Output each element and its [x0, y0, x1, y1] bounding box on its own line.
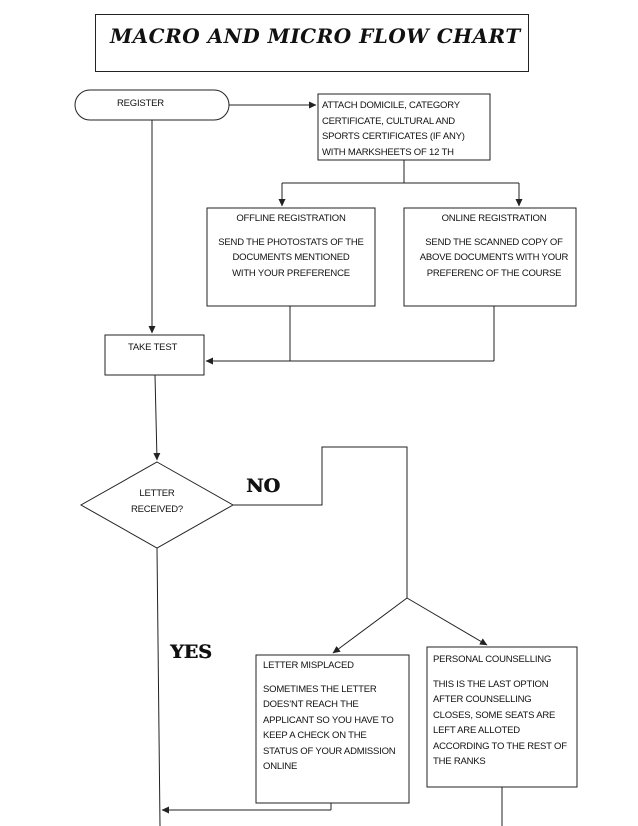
arrow-to-counselling	[406, 597, 488, 646]
online-line: SEND THE SCANNED COPY OF	[425, 236, 563, 248]
misplaced-line: KEEP A CHECK ON THE	[263, 730, 367, 741]
letter-misplaced-text: LETTER MISPLACED SOMETIMES THE LETTER DO…	[263, 658, 413, 775]
no-label: NO	[246, 475, 280, 497]
counselling-line: AFTER COUNSELLING	[433, 694, 532, 705]
arrow-to-misplaced	[332, 597, 408, 654]
offline-line: SEND THE PHOTOSTATS OF THE	[218, 236, 364, 248]
online-heading: ONLINE REGISTRATION	[441, 213, 547, 224]
yes-label: YES	[170, 641, 212, 663]
online-registration-text: ONLINE REGISTRATION SEND THE SCANNED COP…	[404, 211, 584, 281]
counselling-heading: PERSONAL COUNSELLING	[433, 654, 552, 665]
offline-registration-text: OFFLINE REGISTRATION SEND THE PHOTOSTATS…	[207, 211, 375, 281]
arrow-take-test-to-decision	[153, 374, 161, 461]
decision-text: LETTER RECEIVED?	[117, 486, 197, 517]
take-test-box	[104, 334, 205, 376]
counselling-line: THIS IS THE LAST OPTION	[433, 678, 549, 690]
misplaced-line: DOES’NT REACH THE	[263, 699, 359, 710]
counselling-line: LEFT ARE ALLOTED	[433, 725, 520, 736]
register-label: REGISTER	[117, 98, 164, 109]
title-box: MACRO AND MICRO FLOW CHART	[95, 14, 529, 72]
personal-counselling-text: PERSONAL COUNSELLING THIS IS THE LAST OP…	[433, 652, 581, 770]
decision-line: LETTER	[139, 488, 175, 499]
misplaced-heading: LETTER MISPLACED	[263, 660, 354, 671]
attach-line: WITH MARKSHEETS OF 12 TH	[322, 146, 454, 158]
misplaced-line: SOMETIMES THE LETTER	[263, 683, 377, 695]
misplaced-line: STATUS OF YOUR ADMISSION	[263, 745, 396, 757]
misplaced-line: APPLICANT SO YOU HAVE TO	[263, 714, 394, 726]
online-line: PREFERENC OF THE COURSE	[426, 267, 562, 279]
attach-line: ATTACH DOMICILE, CATEGORY	[322, 100, 460, 111]
attach-line: CERTIFICATE, CULTURAL AND	[322, 115, 455, 127]
decision-line: RECEIVED?	[130, 503, 184, 515]
counselling-line: ACCORDING TO THE REST OF	[433, 740, 567, 752]
offline-line: DOCUMENTS MENTIONED	[232, 252, 350, 263]
counselling-line: THE RANKS	[433, 756, 486, 767]
online-registration-box	[403, 207, 577, 307]
misplaced-line: ONLINE	[263, 761, 298, 772]
offline-heading: OFFLINE REGISTRATION	[236, 213, 346, 224]
attach-documents-text: ATTACH DOMICILE, CATEGORY CERTIFICATE, C…	[322, 98, 490, 160]
offline-line: WITH YOUR PREFERENCE	[232, 267, 350, 279]
no-branch-line	[233, 446, 408, 598]
page-title: MACRO AND MICRO FLOW CHART	[110, 24, 521, 48]
online-line: ABOVE DOCUMENTS WITH YOUR	[419, 252, 569, 263]
attach-line: SPORTS CERTIFICATES (IF ANY)	[322, 131, 465, 142]
offline-registration-box	[206, 207, 376, 307]
letter-misplaced-box	[255, 654, 410, 804]
counselling-line: CLOSES, SOME SEATS ARE	[433, 709, 556, 721]
yes-branch-line	[156, 547, 161, 826]
take-test-label: TAKE TEST	[128, 342, 178, 353]
